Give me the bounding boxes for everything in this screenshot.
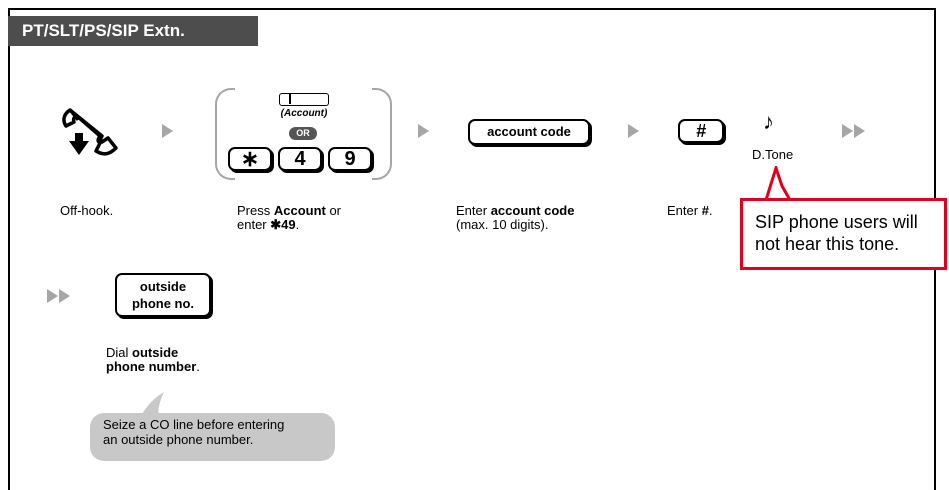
account-code-caption: Enter account code (max. 10 digits). — [456, 203, 575, 232]
page-title: PT/SLT/PS/SIP Extn. — [8, 16, 258, 46]
group-bracket-left — [215, 88, 235, 180]
account-code-button[interactable]: account code — [468, 119, 590, 145]
tip-bubble-tail — [140, 392, 164, 418]
account-key-label: (Account) — [280, 108, 328, 119]
handset-offhook-icon — [62, 108, 118, 156]
star-key[interactable]: ∗ — [228, 147, 272, 171]
step-arrow-1 — [162, 124, 173, 138]
outside-caption: Dial outside phone number. — [106, 345, 200, 374]
digit-4-key[interactable]: 4 — [278, 147, 322, 171]
continue-arrow-bottom — [47, 289, 71, 308]
group-bracket-right — [372, 88, 392, 180]
dial-tone-icon: ♪ — [763, 109, 774, 134]
account-key[interactable] — [279, 93, 329, 106]
step-arrow-3 — [628, 124, 639, 138]
dial-tone-label: D.Tone — [752, 147, 794, 162]
digit-9-key[interactable]: 9 — [328, 147, 372, 171]
hash-caption: Enter #. — [667, 203, 713, 218]
or-badge: OR — [289, 127, 317, 140]
callout-pointer — [763, 166, 793, 202]
hash-key[interactable]: # — [678, 119, 724, 143]
continue-arrow-top — [842, 124, 866, 143]
offhook-caption: Off-hook. — [60, 203, 114, 218]
account-caption: Press Account or enter ✱49. — [237, 203, 342, 232]
step-arrow-2 — [418, 124, 429, 138]
